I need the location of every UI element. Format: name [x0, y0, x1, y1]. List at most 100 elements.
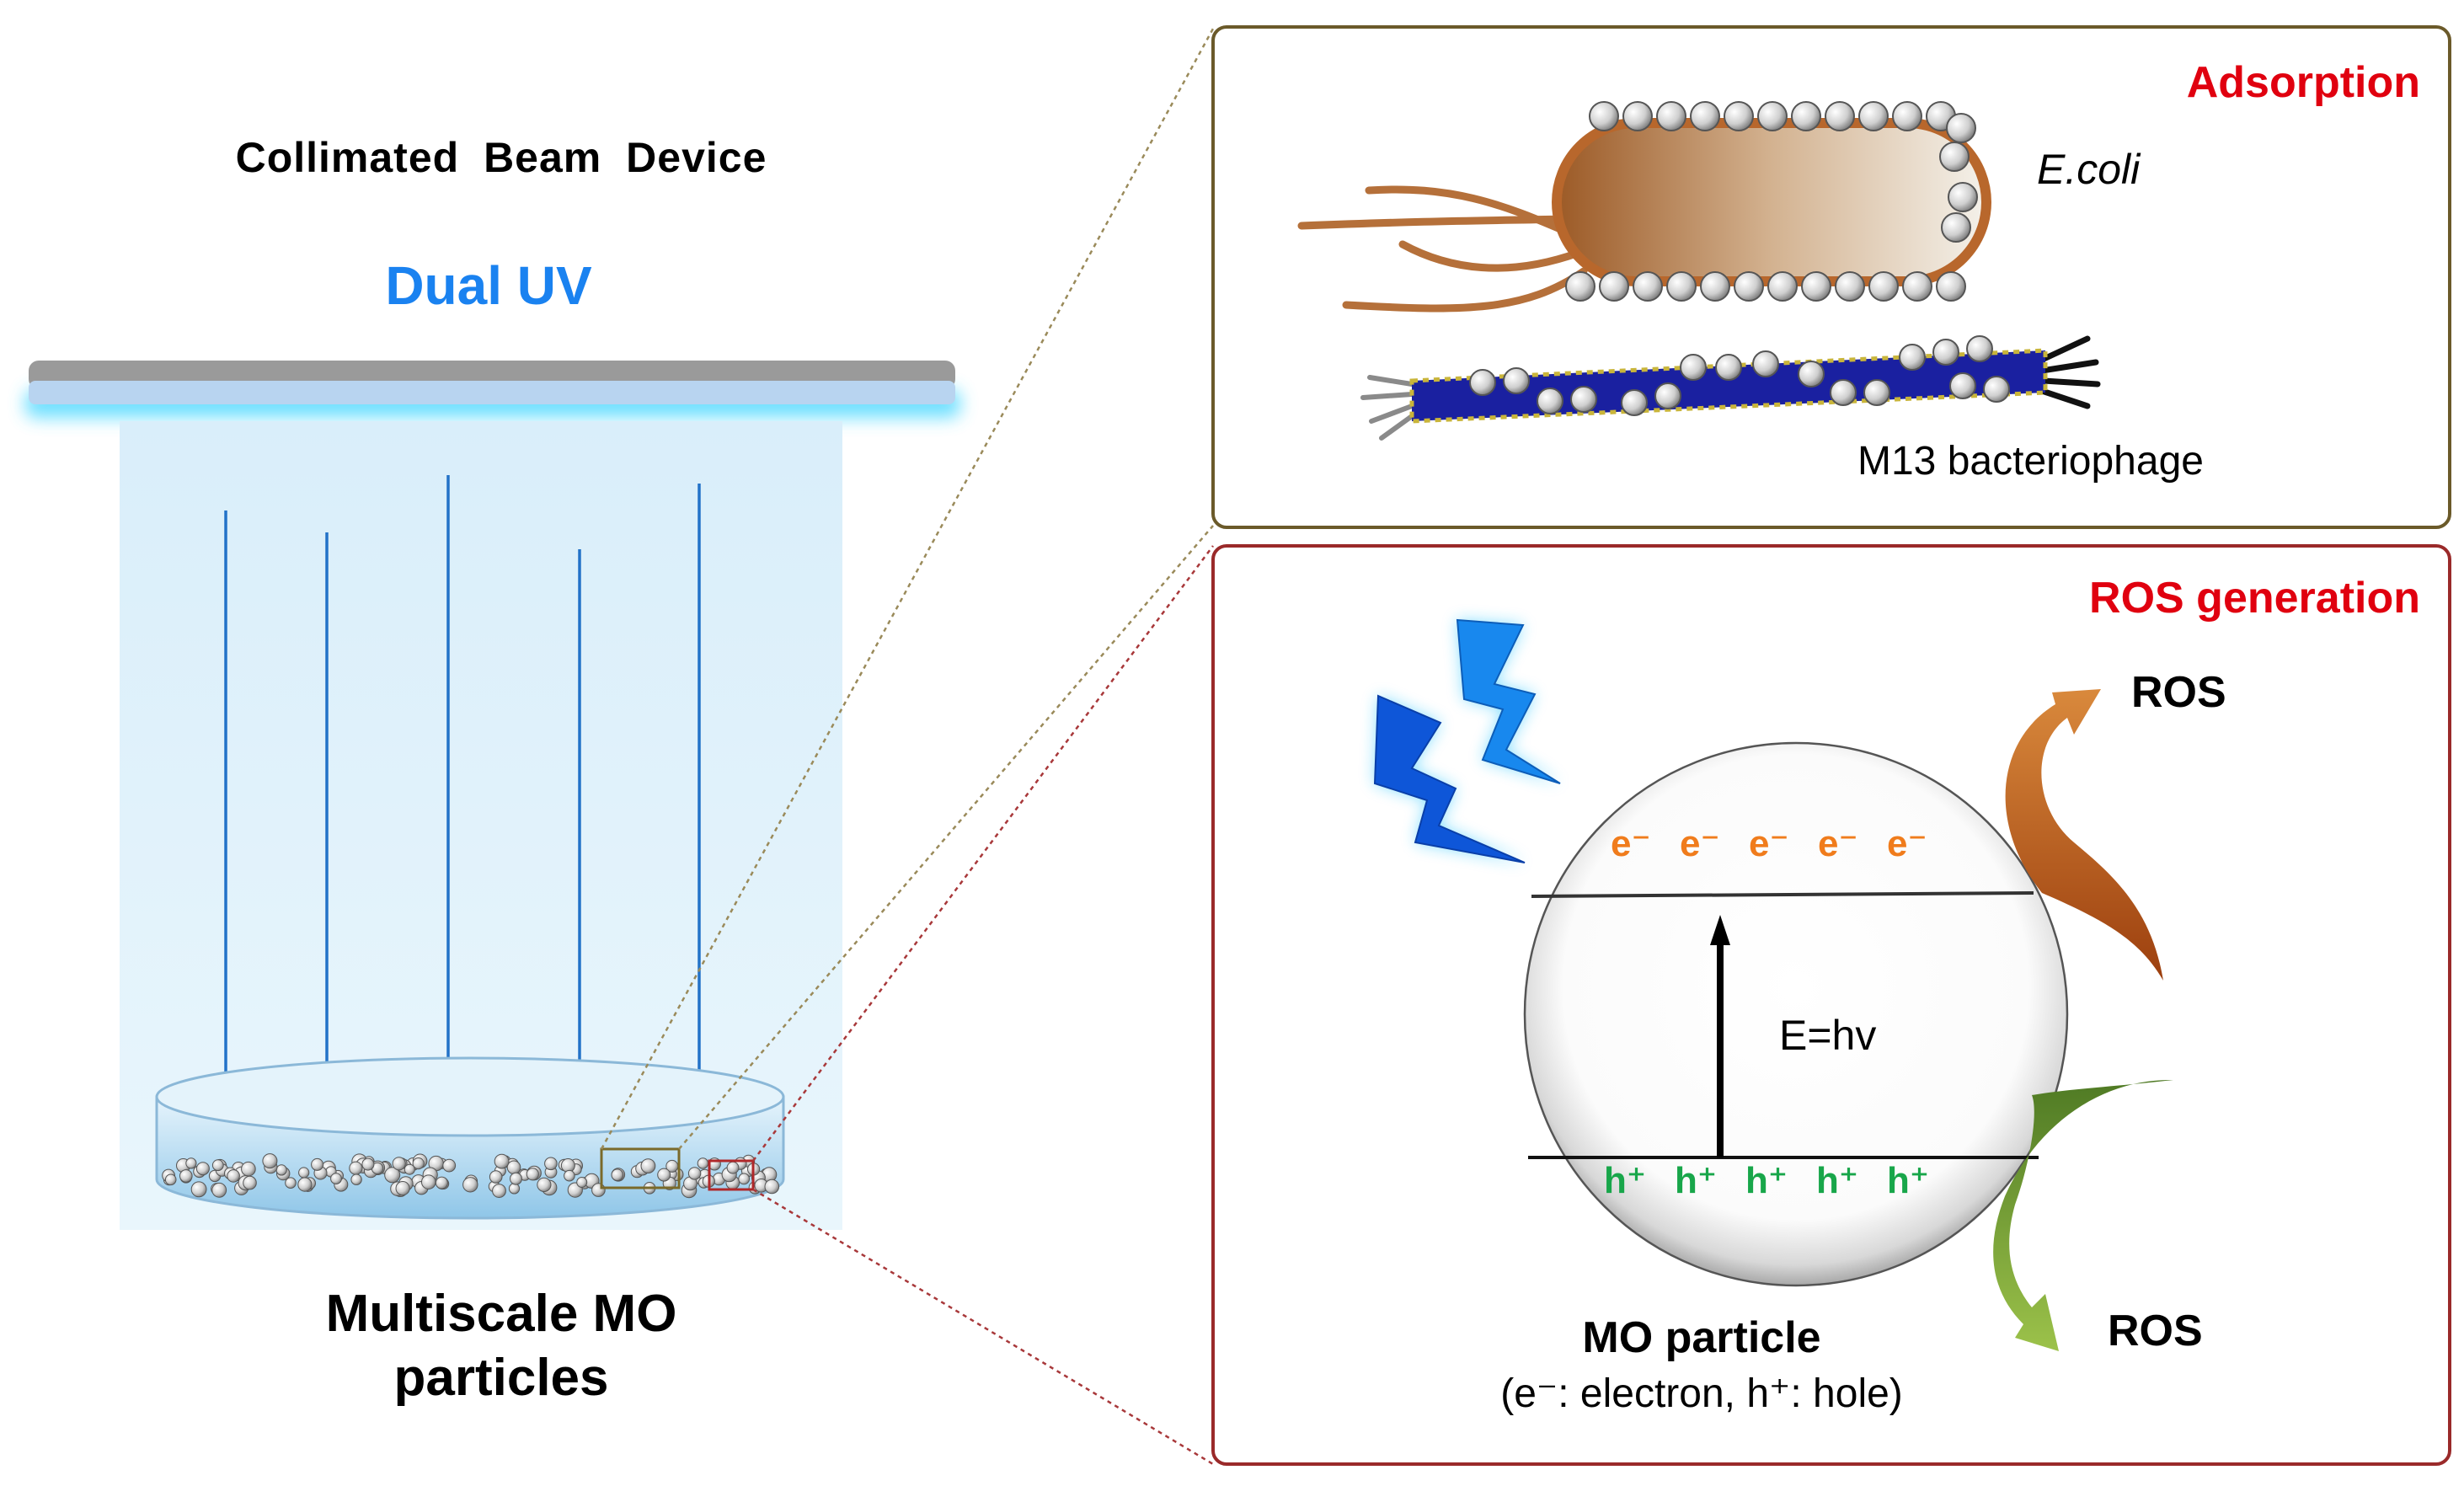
particle — [412, 1157, 425, 1170]
conduction-band-line — [1531, 891, 2034, 898]
adsorbed-particle — [1936, 271, 1966, 302]
ros-top-label: ROS — [2131, 668, 2226, 717]
ros-arrow-top — [2005, 689, 2163, 981]
adsorbed-particle — [1599, 271, 1629, 302]
adsorbed-particle — [1983, 376, 2010, 403]
ros-title: ROS generation — [2089, 574, 2420, 623]
particle — [350, 1173, 362, 1185]
particle — [510, 1172, 522, 1185]
adsorbed-particle — [1966, 335, 1993, 362]
particle — [657, 1168, 671, 1182]
electron-symbol: e⁻ — [1887, 823, 1927, 864]
adsorbed-particle — [1570, 386, 1597, 413]
adsorbed-particle — [1666, 271, 1697, 302]
adsorbed-particle — [1835, 271, 1865, 302]
uv-bolt-icons — [1373, 618, 1561, 863]
particle — [164, 1173, 177, 1186]
particle — [591, 1183, 606, 1197]
adsorbed-particle — [1946, 113, 1976, 143]
ecoli-body — [1552, 118, 1991, 286]
electron-symbol: e⁻ — [1749, 823, 1789, 864]
particle — [285, 1177, 297, 1189]
particle — [243, 1175, 257, 1190]
phage-label: M13 bacteriophage — [1857, 439, 2204, 484]
particle — [489, 1170, 503, 1184]
adsorbed-particle — [1654, 382, 1681, 409]
adsorbed-particle — [1868, 271, 1899, 302]
adsorbed-particle — [1767, 271, 1798, 302]
particle — [190, 1181, 207, 1198]
hole-symbol: h⁺ — [1887, 1160, 1930, 1201]
particle — [738, 1173, 751, 1185]
particles-label-line2: particles — [393, 1349, 609, 1407]
adsorbed-particle — [1892, 101, 1922, 131]
adsorbed-particle — [1503, 367, 1530, 394]
particle — [494, 1153, 510, 1169]
particle — [211, 1159, 224, 1172]
particle — [361, 1157, 375, 1171]
electron-symbol: e⁻ — [1611, 823, 1651, 864]
particles-label-line1: Multiscale MO — [325, 1285, 677, 1343]
particle — [185, 1157, 197, 1169]
adsorbed-particle — [1715, 354, 1742, 381]
hole-symbol: h⁺ — [1745, 1160, 1788, 1201]
adsorbed-particle — [1941, 212, 1971, 243]
zoom-box-ros — [708, 1159, 755, 1191]
adsorption-title: Adsorption — [2186, 58, 2420, 107]
device-title: Collimated Beam Device — [235, 134, 767, 181]
particle — [764, 1179, 780, 1195]
adsorbed-particle — [1469, 369, 1496, 396]
particles-label: Multiscale MO particles — [0, 1282, 1002, 1410]
energy-label: E=hv — [1779, 1012, 1877, 1059]
adsorbed-particle — [1899, 344, 1926, 371]
adsorbed-particle — [1939, 142, 1970, 172]
adsorbed-particle — [1537, 388, 1563, 414]
electron-symbol: e⁻ — [1680, 823, 1720, 864]
adsorbed-particle — [1858, 101, 1889, 131]
particle — [611, 1168, 624, 1181]
particle — [195, 1162, 210, 1176]
uv-label: Dual UV — [385, 255, 592, 316]
mo-particle-sphere — [1523, 741, 2069, 1287]
particle — [311, 1157, 324, 1171]
particle — [576, 1177, 588, 1188]
particle — [544, 1157, 558, 1171]
mo-particle-label: MO particle — [1582, 1313, 1821, 1362]
particle — [640, 1158, 656, 1173]
electron-symbol: e⁻ — [1818, 823, 1858, 864]
particle — [275, 1164, 287, 1176]
ros-bottom-label: ROS — [2108, 1307, 2203, 1355]
phage-beads — [1469, 335, 2010, 416]
particle — [435, 1176, 448, 1189]
adsorbed-particle — [1948, 182, 1978, 212]
particle — [262, 1153, 278, 1169]
adsorbed-particle — [1621, 389, 1648, 416]
zoom-lines — [600, 28, 1215, 1466]
particle — [687, 1167, 702, 1180]
ecoli-label: E.coli — [2037, 146, 2141, 193]
hole-symbol: h⁺ — [1604, 1160, 1647, 1201]
adsorbed-particle — [1825, 101, 1855, 131]
particle — [462, 1177, 478, 1193]
particle — [404, 1163, 415, 1175]
adsorbed-particle — [1622, 101, 1653, 131]
particle — [297, 1177, 313, 1192]
adsorbed-particle — [1700, 271, 1730, 302]
particle — [349, 1161, 363, 1175]
particle — [537, 1177, 552, 1193]
adsorbed-particle — [1734, 271, 1764, 302]
particle — [506, 1160, 521, 1175]
particle — [392, 1157, 406, 1171]
adsorbed-particle — [1863, 379, 1890, 406]
particle — [442, 1158, 457, 1173]
particle — [179, 1169, 193, 1183]
ecoli-flagella — [1297, 185, 1588, 313]
mo-particle-legend: (e⁻: electron, h⁺: hole) — [1500, 1371, 1903, 1416]
uv-lamp — [25, 361, 960, 418]
particle — [564, 1169, 575, 1182]
dish-particles — [162, 1153, 780, 1199]
particle — [726, 1161, 740, 1174]
hole-symbol: h⁺ — [1675, 1160, 1718, 1201]
excitation-arrow — [1710, 915, 1730, 1157]
